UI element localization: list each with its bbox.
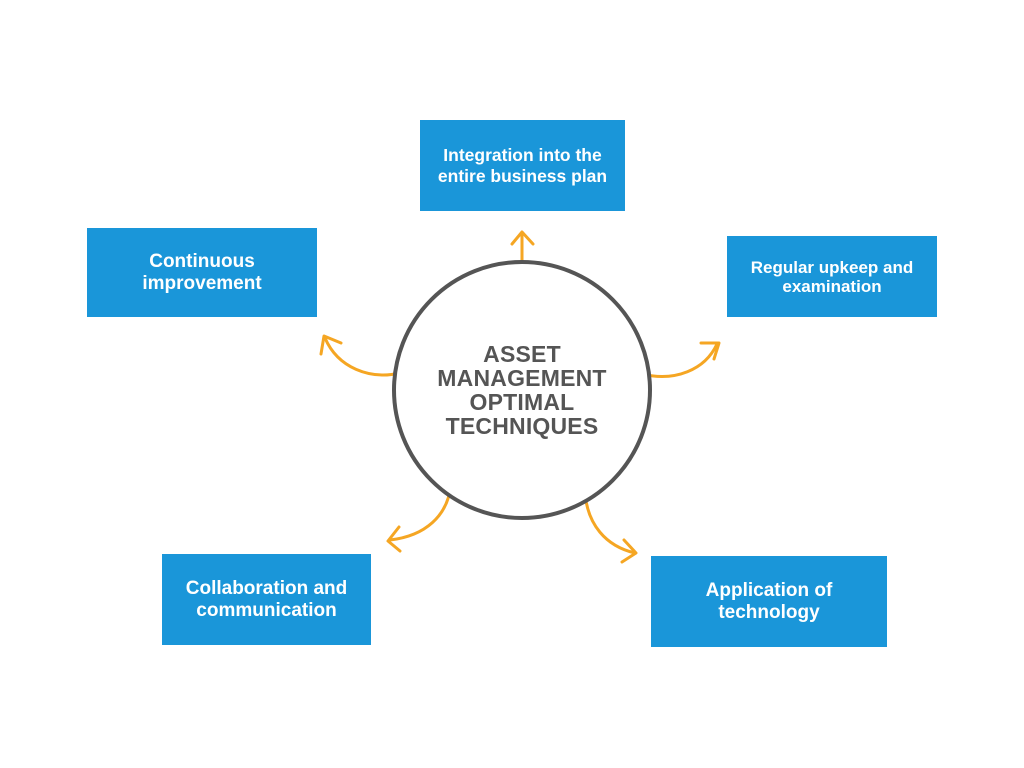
node-regular-upkeep: Regular upkeep and examination bbox=[727, 236, 937, 317]
hub-title-line: OPTIMAL bbox=[469, 389, 575, 415]
arrow-to-right bbox=[640, 341, 721, 378]
hub-title: ASSET MANAGEMENT OPTIMAL TECHNIQUES bbox=[422, 342, 622, 438]
arrow-to-bottom-left bbox=[386, 482, 453, 553]
node-technology: Application of technology bbox=[651, 556, 887, 647]
hub-title-line: MANAGEMENT bbox=[437, 365, 607, 391]
node-continuous-improvement: Continuous improvement bbox=[87, 228, 317, 317]
hub-title-line: ASSET bbox=[483, 341, 561, 367]
arrow-to-bottom-right bbox=[583, 492, 638, 564]
hub-title-line: TECHNIQUES bbox=[445, 413, 599, 439]
arrow-to-left bbox=[319, 334, 402, 377]
central-hub-circle: ASSET MANAGEMENT OPTIMAL TECHNIQUES bbox=[392, 260, 652, 520]
node-integration: Integration into the entire business pla… bbox=[420, 120, 625, 211]
node-collaboration: Collaboration and communication bbox=[162, 554, 371, 645]
